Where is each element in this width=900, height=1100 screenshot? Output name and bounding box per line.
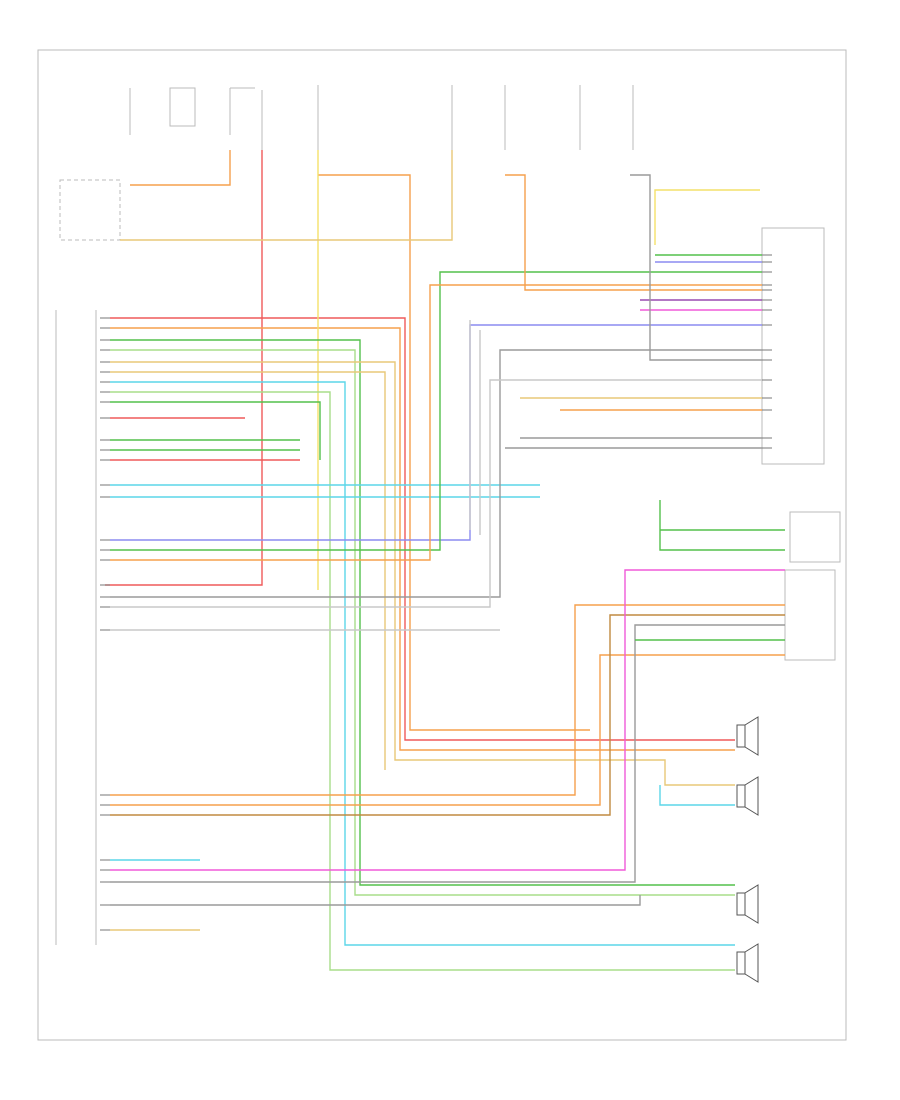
wire-lightgreen-10 [110,391,735,971]
wire-orange-3 [318,174,590,731]
wire-tan-33 [120,150,453,241]
wire-orange-34 [505,174,762,291]
radio-module-outline [55,310,97,945]
antenna-box [784,569,836,661]
wire-gray-21 [110,349,762,598]
wire-red-0 [105,150,263,586]
fuse-block-group [59,85,634,241]
wire-gray-30 [110,895,641,906]
wire-orange-25 [110,654,785,806]
wire-blue-18 [110,324,762,541]
left-front-speaker-icon [736,776,759,816]
wire-yellow-48 [654,189,760,245]
speaker-group [736,716,759,983]
connector-pins-group [100,254,772,931]
diagram-frame [37,49,847,1041]
wire-cyan-9 [110,381,735,946]
wire-tan-8 [110,371,386,770]
wire-lightgray-22 [110,379,762,608]
wire-cyan-46 [659,785,735,806]
wire-green-19 [110,271,762,551]
wire-tan-7 [110,361,735,786]
wire-orange-32 [130,150,231,186]
left-rear-speaker-icon [736,943,759,983]
wire-green-5 [110,339,735,886]
right-rear-speaker-icon [736,884,759,924]
wire-gray-47 [630,174,762,361]
wire-gray-29 [110,624,785,883]
wire-brown-26 [110,614,785,816]
wire-red-1 [110,317,735,741]
wires-group [105,150,785,971]
relay-box [169,87,196,127]
wire-green-11 [110,401,321,460]
wire-pink-28 [110,569,785,871]
wire-lightgreen-6 [110,349,735,896]
wire-green-43 [659,500,785,551]
wire-orange-20 [110,284,762,561]
amplifier-box [761,227,825,465]
wire-orange-24 [110,604,785,796]
ignition-switch-box [59,179,121,241]
cd-changer-box [789,511,841,563]
right-front-speaker-icon [736,716,759,756]
wire-orange-2 [110,327,735,751]
